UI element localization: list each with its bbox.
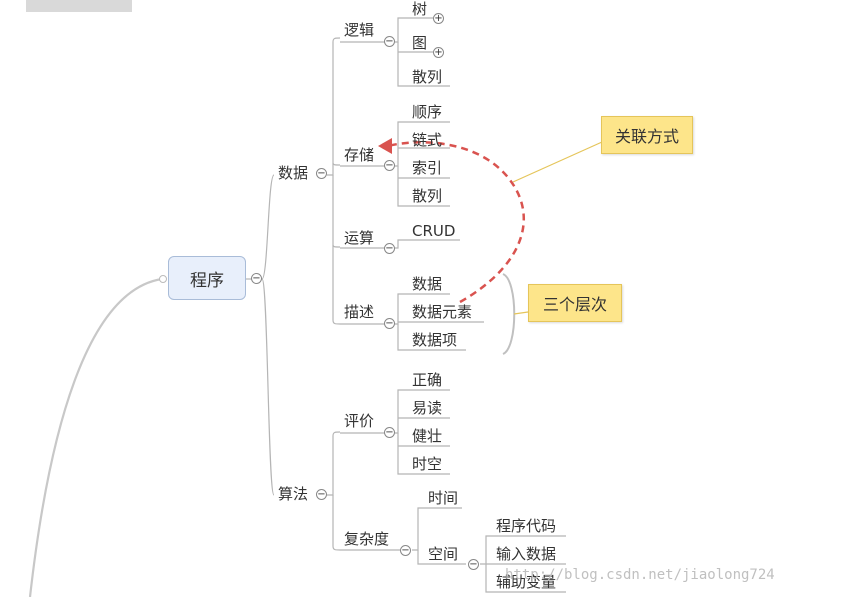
root-label: 程序 — [190, 270, 224, 291]
node-evaluation[interactable]: 评价 — [344, 412, 375, 430]
leaf-aux-variables[interactable]: 辅助变量 — [496, 573, 557, 591]
leaf-index[interactable]: 索引 — [412, 159, 443, 177]
evaluation-collapse-toggle[interactable]: − — [384, 427, 395, 438]
callout-relation-label: 关联方式 — [614, 127, 679, 146]
leaf-time-space[interactable]: 时空 — [412, 455, 443, 473]
algorithm-collapse-toggle[interactable]: − — [316, 489, 327, 500]
data-collapse-toggle[interactable]: − — [316, 168, 327, 179]
node-space[interactable]: 空间 — [428, 545, 459, 563]
relation-arrow-line — [387, 141, 525, 304]
graph-expand-toggle[interactable]: + — [433, 47, 444, 58]
node-data[interactable]: 数据 — [278, 164, 309, 182]
node-description[interactable]: 描述 — [344, 303, 375, 321]
description-collapse-toggle[interactable]: − — [384, 318, 395, 329]
leaf-time[interactable]: 时间 — [428, 489, 459, 507]
watermark-url: http://blog.csdn.net/jiaolong724 — [505, 567, 775, 583]
leaf-robust[interactable]: 健壮 — [412, 427, 443, 445]
callout-three-levels[interactable]: 三个层次 — [528, 284, 622, 322]
root-left-connector-dot — [159, 275, 167, 283]
tree-expand-toggle[interactable]: + — [433, 13, 444, 24]
leaf-data[interactable]: 数据 — [412, 275, 443, 293]
node-algorithm[interactable]: 算法 — [278, 485, 309, 503]
callout-relation[interactable]: 关联方式 — [601, 116, 693, 154]
complexity-collapse-toggle[interactable]: − — [400, 545, 411, 556]
leaf-hash-storage[interactable]: 散列 — [412, 187, 443, 205]
space-collapse-toggle[interactable]: − — [468, 559, 479, 570]
node-logic[interactable]: 逻辑 — [344, 21, 375, 39]
leaf-crud[interactable]: CRUD — [412, 222, 456, 240]
leaf-readable[interactable]: 易读 — [412, 399, 443, 417]
leaf-graph[interactable]: 图 — [412, 34, 428, 52]
leaf-sequential[interactable]: 顺序 — [412, 103, 443, 121]
operation-collapse-toggle[interactable]: − — [384, 243, 395, 254]
logic-collapse-toggle[interactable]: − — [384, 36, 395, 47]
root-left-curve — [28, 277, 163, 597]
leaf-linked[interactable]: 链式 — [412, 131, 443, 149]
leaf-tree[interactable]: 树 — [412, 0, 428, 18]
callout-three-levels-label: 三个层次 — [542, 295, 607, 314]
leaf-input-data[interactable]: 输入数据 — [496, 545, 557, 563]
node-complexity[interactable]: 复杂度 — [344, 530, 390, 548]
root-node[interactable]: 程序 — [168, 256, 246, 300]
node-operation[interactable]: 运算 — [344, 229, 375, 247]
corner-fragment — [26, 0, 132, 12]
leaf-program-code[interactable]: 程序代码 — [496, 517, 557, 535]
node-storage[interactable]: 存储 — [344, 146, 375, 164]
root-collapse-toggle[interactable]: − — [251, 273, 262, 284]
relation-arrow-head — [378, 138, 392, 154]
storage-collapse-toggle[interactable]: − — [384, 160, 395, 171]
leaf-correct[interactable]: 正确 — [412, 371, 443, 389]
leaf-hash-logic[interactable]: 散列 — [412, 68, 443, 86]
leaf-data-element[interactable]: 数据元素 — [412, 303, 473, 321]
leaf-data-item[interactable]: 数据项 — [412, 331, 458, 349]
